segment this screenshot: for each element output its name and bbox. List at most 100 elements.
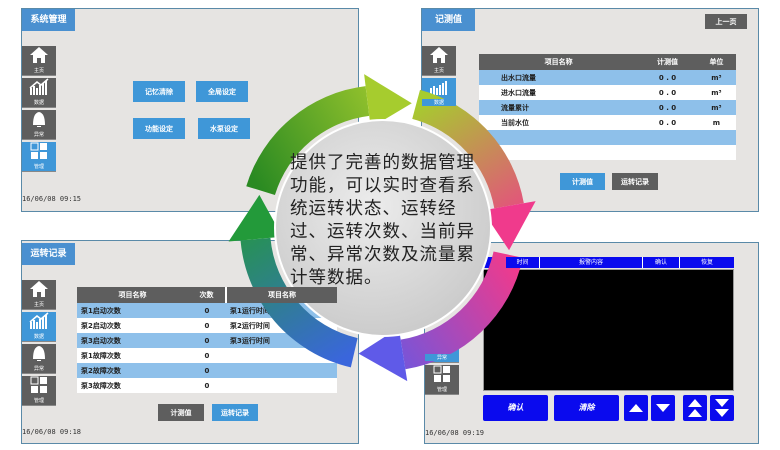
- cell: 泵1故障次数: [77, 348, 189, 363]
- column-header: 次数: [188, 287, 226, 303]
- scroll-down-button[interactable]: [651, 395, 675, 421]
- cell: 0: [188, 378, 226, 393]
- cell: 泵2启动次数: [77, 318, 189, 333]
- nav-label: 管理: [33, 398, 44, 404]
- home-icon: [30, 281, 48, 297]
- cell: 泵3故障次数: [77, 378, 189, 393]
- nav-label: 异常: [425, 354, 459, 361]
- prev-page-button[interactable]: 上一页: [705, 14, 747, 29]
- cycle-arc: [400, 251, 523, 370]
- page-down-button[interactable]: [710, 395, 734, 421]
- cell: [225, 378, 337, 393]
- page-up-button[interactable]: [683, 395, 707, 421]
- nav-alarm[interactable]: 异常: [22, 344, 56, 374]
- cell: 流量累计: [479, 100, 639, 115]
- nav-label: 异常: [33, 366, 44, 372]
- nav-label: 管理: [33, 164, 44, 170]
- cell: 0 . 0: [638, 70, 697, 85]
- cycle-arrowhead: [358, 327, 408, 382]
- nav-home[interactable]: 主页: [22, 46, 56, 76]
- nav-label: 数据: [33, 100, 44, 106]
- cell: 进水口流量: [479, 85, 639, 100]
- measure-button[interactable]: 计测值: [560, 173, 605, 190]
- timestamp: 16/06/08 09:15: [22, 195, 82, 203]
- cycle-arrowhead: [228, 194, 283, 242]
- bell-icon: [33, 112, 45, 127]
- cell: 泵3启动次数: [77, 333, 189, 348]
- nav-label: 主页: [33, 302, 44, 308]
- column-header: 确认: [643, 257, 680, 268]
- nav-home[interactable]: 主页: [22, 280, 56, 310]
- cell: 泵1启动次数: [77, 303, 189, 318]
- grid-icon: [30, 376, 47, 393]
- nav-data[interactable]: 数据: [22, 78, 56, 108]
- pump-settings-button[interactable]: 水泵设定: [198, 118, 250, 139]
- memory-clear-button[interactable]: 记忆清除: [133, 81, 185, 102]
- table-row: [479, 130, 736, 145]
- cell: m: [696, 115, 736, 130]
- alarm-header: 时间 报警内容 确认 恢复: [482, 257, 734, 268]
- cell: m³: [696, 70, 736, 85]
- column-header: 时间: [506, 257, 540, 268]
- cell: 0 . 0: [638, 85, 697, 100]
- center-description: 提供了完善的数据管理功能，可以实时查看系统运转状态、运转经过、运转次数、当前异常…: [290, 153, 475, 288]
- nav-label: 主页: [433, 68, 444, 74]
- cell: 当前水位: [479, 115, 639, 130]
- chart-icon: [430, 81, 447, 95]
- cell: 0: [188, 348, 226, 363]
- cell: 出水口流量: [479, 70, 639, 85]
- cycle-arrowhead: [482, 201, 536, 251]
- nav-alarm[interactable]: 异常: [22, 110, 56, 140]
- timestamp: 16/06/08 09:18: [22, 428, 82, 436]
- global-settings-button[interactable]: 全局设定: [196, 81, 248, 102]
- cell: 0: [188, 318, 226, 333]
- chart-icon: [29, 312, 49, 329]
- table-row: [479, 145, 736, 160]
- cell: m³: [696, 85, 736, 100]
- double-down-arrow-icon: [715, 399, 729, 417]
- cell: 0: [188, 363, 226, 378]
- cell: 0: [188, 303, 226, 318]
- cell: [225, 348, 337, 363]
- records-button[interactable]: 运转记录: [612, 173, 658, 190]
- scroll-up-button[interactable]: [624, 395, 648, 421]
- cycle-arc: [412, 89, 524, 209]
- nav-label: 数据: [422, 99, 456, 106]
- up-arrow-icon: [629, 404, 643, 412]
- panel-title: 记测值: [422, 9, 475, 31]
- nav-home[interactable]: 主页: [422, 46, 456, 76]
- sidebar: 主页 数据 异常 管理: [22, 44, 56, 172]
- column-header: 恢复: [700, 259, 713, 266]
- confirm-button[interactable]: 确认: [483, 395, 548, 421]
- home-icon: [30, 47, 48, 63]
- column-header: 项目名称: [479, 54, 639, 70]
- sidebar: 主页 数据 异常 管理: [22, 278, 56, 406]
- cell: 0 . 0: [638, 100, 697, 115]
- cell: 0: [188, 333, 226, 348]
- alarm-list[interactable]: [483, 269, 734, 391]
- records-button[interactable]: 运转记录: [212, 404, 258, 421]
- nav-data[interactable]: 数据: [22, 312, 56, 342]
- column-header: 项目名称: [77, 287, 189, 303]
- nav-manage[interactable]: 管理: [22, 376, 56, 406]
- nav-label: 数据: [33, 334, 44, 340]
- panel-title: 系统管理: [22, 9, 75, 31]
- down-arrow-icon: [656, 404, 670, 412]
- clear-button[interactable]: 清除: [554, 395, 619, 421]
- home-icon: [430, 47, 448, 63]
- column-header: 计测值: [638, 54, 697, 70]
- nav-manage[interactable]: 管理: [425, 365, 459, 395]
- measure-button[interactable]: 计测值: [158, 404, 204, 421]
- column-header: 单位: [696, 54, 736, 70]
- function-settings-button[interactable]: 功能设定: [133, 118, 185, 139]
- nav-manage[interactable]: 管理: [22, 142, 56, 172]
- chart-icon: [29, 78, 49, 95]
